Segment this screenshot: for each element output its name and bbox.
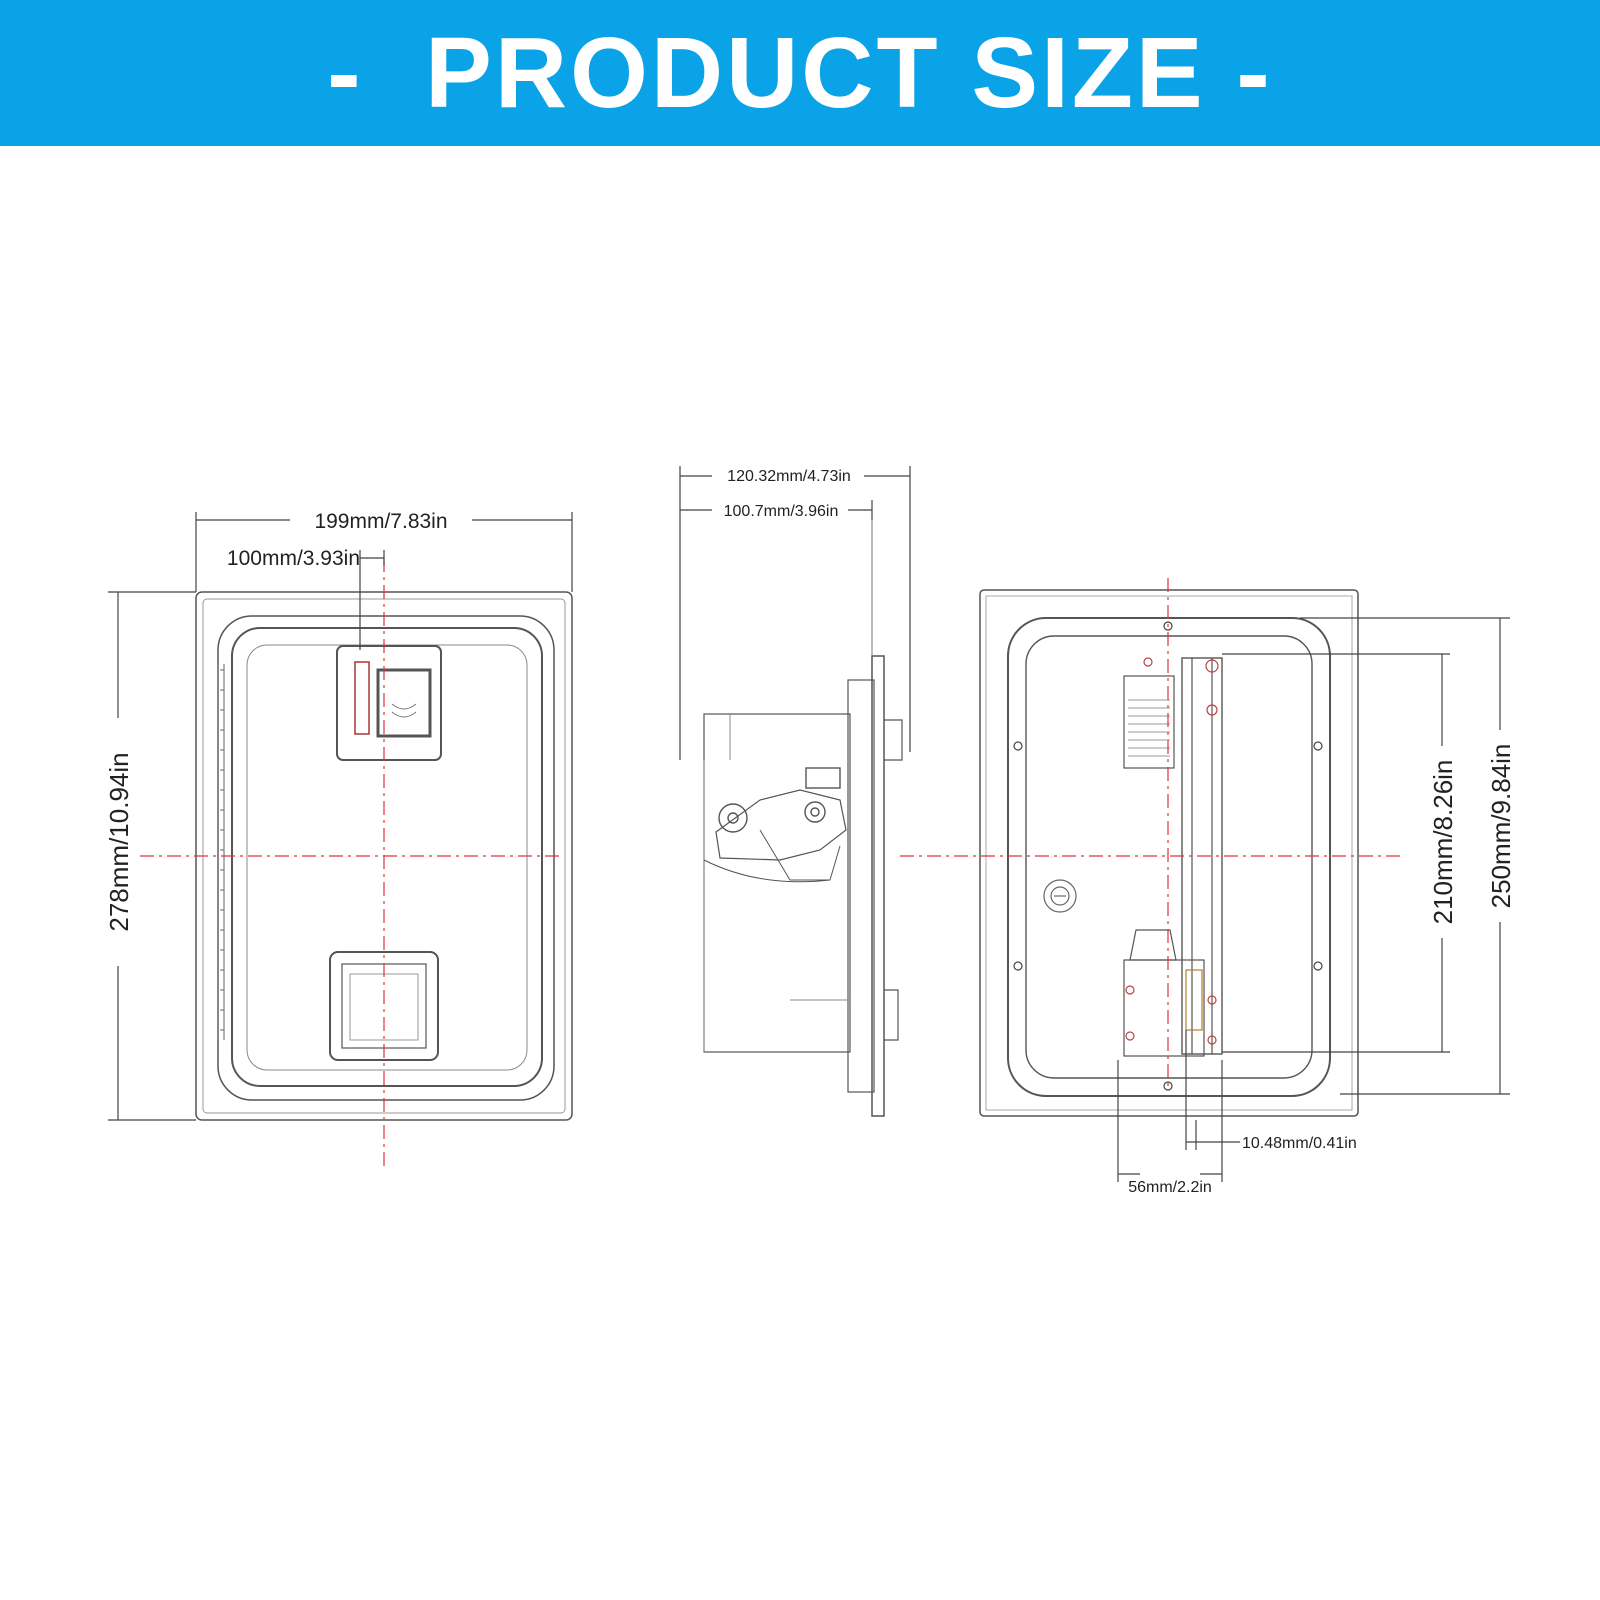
title-banner: - PRODUCT SIZE - bbox=[0, 0, 1600, 146]
back-dimensions bbox=[1117, 617, 1510, 1182]
front-latch-housing bbox=[336, 645, 442, 761]
back-view bbox=[979, 589, 1359, 1117]
front-width-label: 199mm/7.83in bbox=[314, 510, 447, 533]
back-mounting-ring-inner bbox=[1025, 635, 1313, 1079]
side-rear-bracket bbox=[884, 719, 903, 761]
front-door-panel bbox=[246, 644, 528, 1071]
side-body-depth-label: 100.7mm/3.96in bbox=[724, 503, 839, 520]
front-latch-icon bbox=[391, 703, 417, 718]
back-outer-height-label: 250mm/9.84in bbox=[1486, 744, 1516, 909]
front-latch-slot bbox=[354, 661, 370, 735]
side-front-lip bbox=[884, 989, 899, 1041]
back-centerlines bbox=[900, 578, 1400, 1090]
page-title: - PRODUCT SIZE - bbox=[327, 17, 1273, 129]
back-lock-cylinder bbox=[1043, 879, 1077, 913]
front-door-outer bbox=[217, 615, 555, 1101]
dimension-drawing: 199mm/7.83in 100mm/3.93in 278mm/10.94in … bbox=[104, 466, 1516, 1196]
side-body-taper bbox=[703, 714, 850, 1052]
side-body bbox=[703, 713, 851, 1053]
back-mounting-ring bbox=[1007, 617, 1331, 1097]
front-door-inner bbox=[231, 627, 543, 1087]
back-latch-width-label: 56mm/2.2in bbox=[1128, 1179, 1212, 1196]
front-latch-button bbox=[376, 668, 432, 738]
front-centerlines bbox=[140, 558, 560, 1170]
side-overall-depth-label: 120.32mm/4.73in bbox=[727, 468, 851, 485]
front-center-offset-label: 100mm/3.93in bbox=[227, 547, 360, 570]
back-latch-mechanism bbox=[1123, 657, 1223, 1057]
side-mechanism bbox=[703, 767, 847, 883]
side-dimensions bbox=[679, 466, 911, 760]
front-hinge bbox=[217, 664, 225, 1040]
back-latch-offset-label: 10.48mm/0.41in bbox=[1242, 1135, 1357, 1152]
back-outer-frame bbox=[979, 589, 1359, 1117]
back-outer-frame-inner bbox=[985, 595, 1353, 1111]
side-flange bbox=[871, 655, 885, 1117]
back-inner-height-label: 210mm/8.26in bbox=[1428, 760, 1458, 925]
front-lower-recess bbox=[329, 951, 439, 1061]
side-flange-step bbox=[847, 679, 875, 1093]
front-height-label: 278mm/10.94in bbox=[104, 752, 134, 931]
side-view bbox=[703, 508, 903, 1117]
front-dimensions bbox=[108, 512, 573, 1121]
